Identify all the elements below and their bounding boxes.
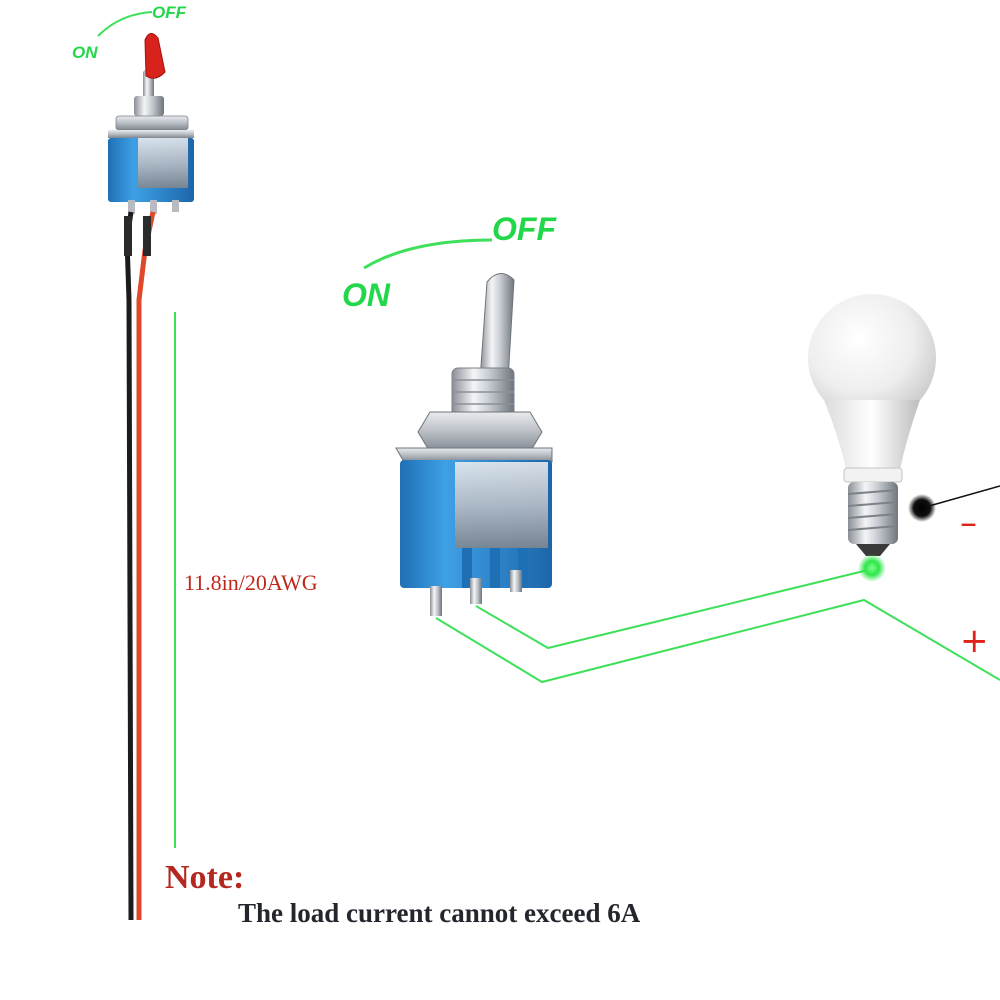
bulb-screw-base bbox=[847, 482, 899, 556]
small-switch-off-label: OFF bbox=[152, 3, 187, 22]
circuit-line-to-bulb bbox=[475, 569, 869, 650]
small-switch-frame bbox=[108, 130, 194, 138]
small-switch-terminal bbox=[150, 200, 157, 214]
small-switch-on-label: ON bbox=[72, 43, 98, 62]
small-switch-terminal bbox=[172, 200, 179, 212]
large-switch-terminal bbox=[430, 586, 442, 616]
minus-terminal-dot bbox=[908, 494, 936, 522]
wire-sleeve bbox=[143, 216, 151, 256]
large-switch-on-label: ON bbox=[342, 277, 391, 313]
note-title: Note: bbox=[165, 859, 244, 896]
large-switch-terminal bbox=[470, 578, 482, 604]
large-switch-bushing bbox=[451, 367, 515, 419]
lead-wires bbox=[124, 211, 156, 921]
large-switch-off-label: OFF bbox=[492, 211, 557, 247]
small-switch-bushing bbox=[134, 96, 164, 116]
large-switch: ON OFF bbox=[342, 211, 557, 616]
small-switch-arc bbox=[97, 11, 153, 37]
wire-sleeve bbox=[124, 216, 132, 256]
bulb-glass bbox=[808, 294, 936, 422]
large-switch-nut bbox=[417, 411, 543, 453]
large-switch-terminal bbox=[510, 570, 522, 592]
plus-terminal-dot bbox=[858, 554, 886, 582]
small-switch-terminal bbox=[128, 200, 135, 214]
small-switch: ON OFF bbox=[72, 3, 194, 214]
black-wire bbox=[124, 211, 134, 921]
light-bulb bbox=[808, 294, 936, 556]
plus-label: + bbox=[960, 621, 989, 661]
circuit-line-to-plus bbox=[435, 598, 1000, 684]
note-text: The load current cannot exceed 6A bbox=[238, 898, 641, 928]
large-switch-lever bbox=[479, 273, 515, 381]
bulb-collar bbox=[843, 467, 903, 483]
small-switch-bracket bbox=[138, 138, 188, 188]
small-switch-nut bbox=[115, 115, 189, 131]
large-switch-arc bbox=[363, 238, 493, 270]
large-switch-bracket bbox=[455, 462, 548, 548]
large-switch-plate bbox=[395, 447, 553, 463]
wire-length-label: 11.8in/20AWG bbox=[184, 570, 318, 595]
bulb-neck bbox=[824, 400, 920, 470]
minus-label: – bbox=[960, 503, 977, 543]
red-wire bbox=[136, 211, 156, 920]
small-switch-lever-cap bbox=[144, 33, 166, 79]
